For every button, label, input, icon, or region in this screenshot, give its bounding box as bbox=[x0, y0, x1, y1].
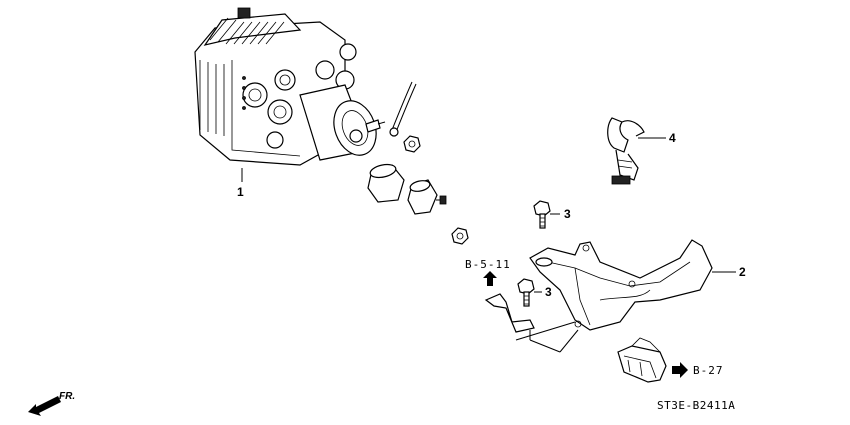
rubber-mount-1 bbox=[367, 163, 405, 203]
callout-4: 4 bbox=[669, 131, 676, 145]
callout-3-lower: 3 bbox=[545, 285, 552, 299]
rubber-mount-2 bbox=[407, 179, 447, 215]
front-label: FR. bbox=[59, 391, 75, 402]
front-direction-arrow-icon bbox=[28, 396, 61, 416]
abs-mounting-bracket bbox=[529, 239, 713, 331]
bolt-upper bbox=[533, 200, 551, 229]
small-stay bbox=[484, 293, 579, 353]
callout-1: 1 bbox=[237, 185, 244, 199]
callout-3-upper: 3 bbox=[564, 207, 571, 221]
ref-b-5-11[interactable]: B-5-11 bbox=[465, 258, 511, 271]
harness-clip bbox=[617, 337, 667, 383]
abs-modulator-unit bbox=[194, 7, 417, 166]
diagram-code: ST3E-B2411A bbox=[657, 399, 735, 412]
callout-2: 2 bbox=[739, 265, 746, 279]
bolt-lower bbox=[517, 278, 535, 307]
ref-b-27[interactable]: B-27 bbox=[693, 364, 724, 377]
arrow-right-icon bbox=[672, 362, 688, 378]
wire-clamp bbox=[607, 117, 645, 185]
collar bbox=[451, 227, 469, 245]
arrow-up-icon bbox=[483, 271, 497, 286]
hex-nut bbox=[403, 135, 421, 153]
